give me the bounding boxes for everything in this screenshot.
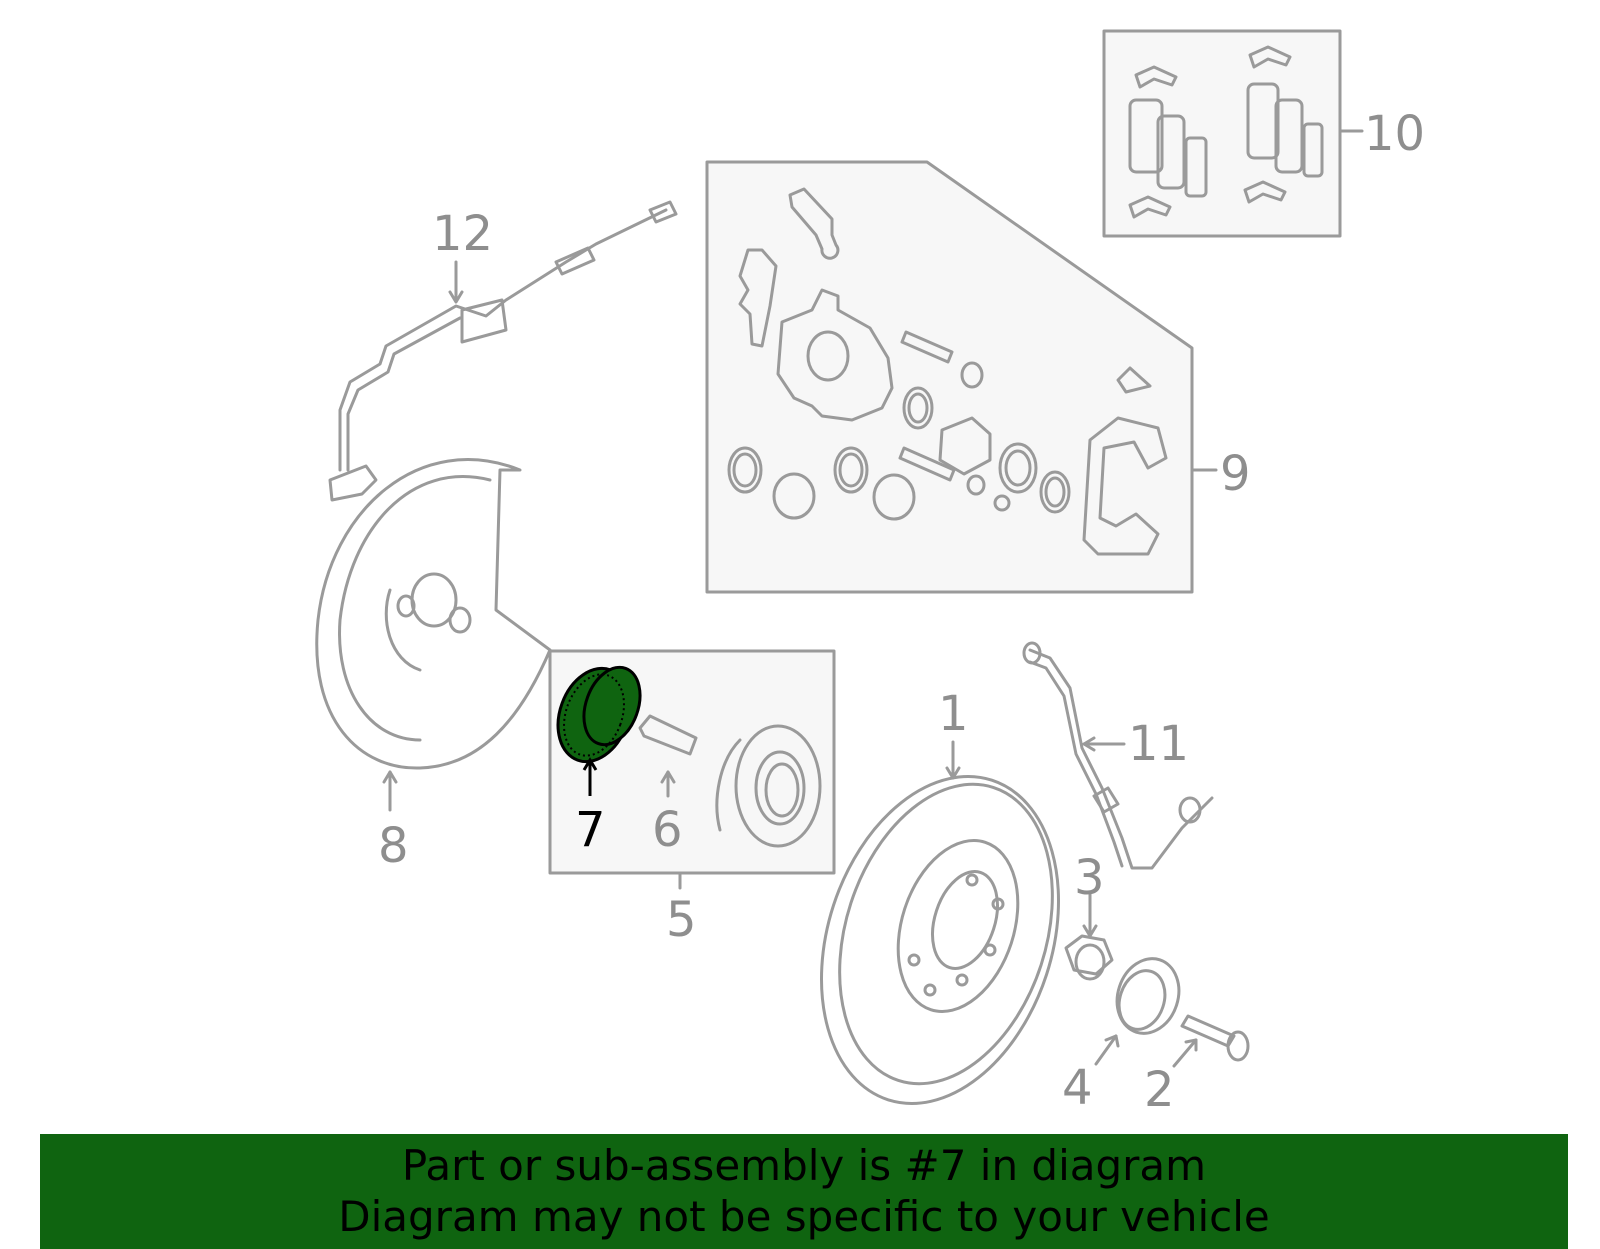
callout-3: 3 (1074, 850, 1105, 906)
grease-cap (1094, 957, 1181, 1066)
callout-8: 8 (378, 818, 409, 874)
banner-line-part: Part or sub-assembly is #7 in diagram (401, 1141, 1207, 1190)
brake-pad-set (1102, 29, 1364, 238)
callout-5: 5 (666, 892, 697, 948)
abs-tone-ring-highlight[interactable] (546, 658, 650, 796)
info-banner: Part or sub-assembly is #7 in diagram Di… (40, 1134, 1568, 1249)
banner-line-disclaimer: Diagram may not be specific to your vehi… (338, 1192, 1270, 1241)
wheel-bolt (1172, 1014, 1250, 1068)
callout-2: 2 (1144, 1062, 1175, 1118)
callout-12: 12 (432, 206, 493, 262)
hub-nut (1064, 892, 1114, 981)
callout-1: 1 (938, 686, 969, 742)
wheel-speed-sensor (328, 200, 678, 502)
dust-shield (315, 458, 552, 812)
callout-6: 6 (652, 802, 683, 858)
brake-hose (1022, 641, 1214, 870)
callout-9: 9 (1220, 446, 1251, 502)
callout-10: 10 (1364, 106, 1425, 162)
callout-4: 4 (1062, 1060, 1093, 1116)
callout-7[interactable]: 7 (575, 802, 606, 858)
caliper-assembly (705, 160, 1218, 594)
brake-rotor (820, 740, 1060, 1105)
callout-11: 11 (1128, 716, 1189, 772)
